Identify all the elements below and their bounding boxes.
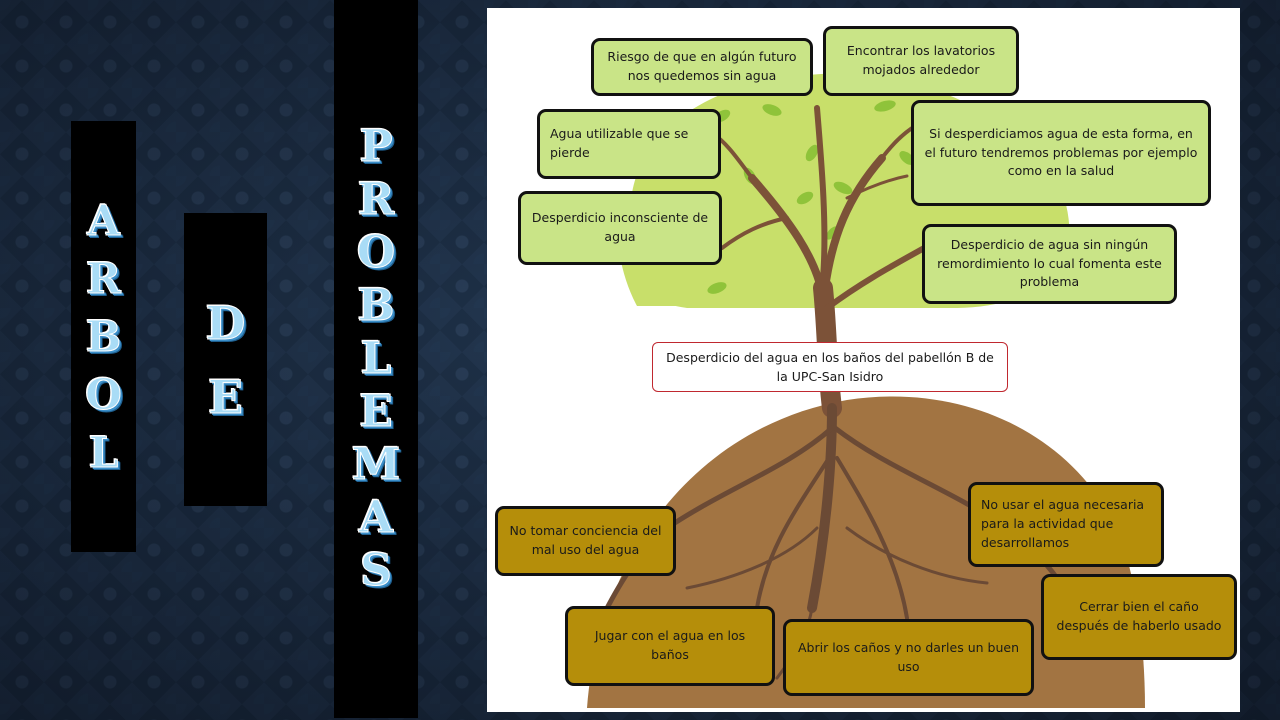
title-letter: A: [87, 195, 121, 245]
title-letter: E: [359, 386, 394, 437]
central-problem-box: Desperdicio del agua en los baños del pa…: [652, 342, 1008, 392]
cause-box-2: No usar el agua necesaria para la activi…: [968, 482, 1164, 567]
problem-tree-diagram: Riesgo de que en algún futuro nos quedem…: [487, 8, 1240, 712]
effect-box-6: Desperdicio de agua sin ningún remordimi…: [922, 224, 1177, 304]
cause-box-4: Jugar con el agua en los baños: [565, 606, 775, 686]
title-letter: E: [207, 369, 244, 424]
title-letter: D: [205, 295, 246, 350]
title-letter: B: [357, 280, 395, 331]
title-letter: B: [85, 311, 122, 361]
title-letter: M: [351, 439, 401, 490]
title-letter: S: [360, 545, 393, 596]
title-letter: O: [356, 227, 396, 278]
title-letter: A: [358, 492, 394, 543]
cause-box-1: No tomar conciencia del mal uso del agua: [495, 506, 676, 576]
title-letter: R: [86, 253, 122, 303]
effect-box-1: Riesgo de que en algún futuro nos quedem…: [591, 38, 813, 96]
effect-box-2: Encontrar los lavatorios mojados alreded…: [823, 26, 1019, 96]
title-letter: L: [88, 427, 119, 477]
effect-box-3: Agua utilizable que se pierde: [537, 109, 721, 179]
title-letter: R: [357, 174, 395, 225]
effect-box-5: Desperdicio inconsciente de agua: [518, 191, 722, 265]
effect-box-4: Si desperdiciamos agua de esta forma, en…: [911, 100, 1211, 206]
title-letter: O: [85, 369, 123, 419]
cause-box-3: Cerrar bien el caño después de haberlo u…: [1041, 574, 1237, 660]
title-letter: P: [359, 121, 393, 172]
title-letter: L: [360, 333, 392, 384]
cause-box-5: Abrir los caños y no darles un buen uso: [783, 619, 1034, 696]
